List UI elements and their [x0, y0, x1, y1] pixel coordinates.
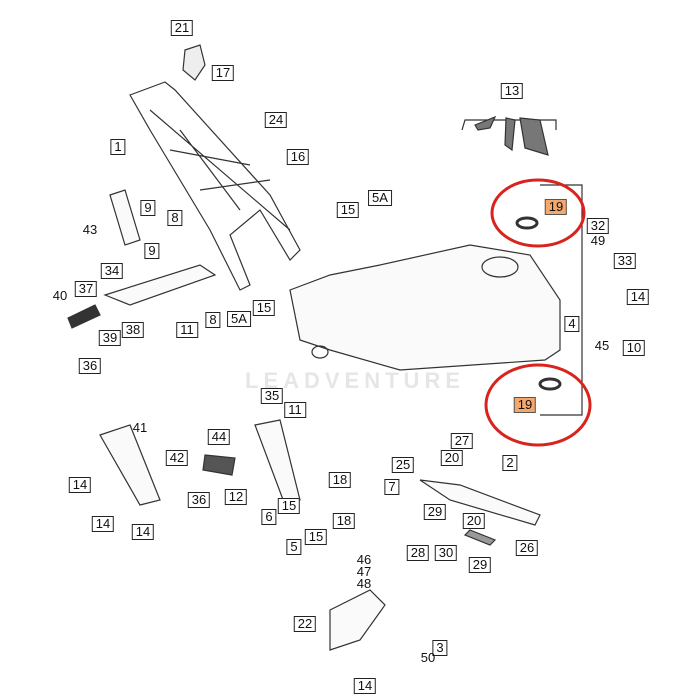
callout-label[interactable]: 27	[450, 433, 474, 449]
callout-label[interactable]: 26	[515, 540, 539, 556]
callout-label[interactable]: 30	[434, 545, 458, 561]
callout-label[interactable]: 3	[432, 640, 448, 656]
callout-label[interactable]: 7	[384, 479, 400, 495]
callout-label[interactable]: 42	[165, 450, 189, 466]
callout-label[interactable]: 15	[336, 202, 360, 218]
callout-label[interactable]: 10	[622, 340, 646, 356]
callout-label[interactable]: 16	[286, 149, 310, 165]
callout-label[interactable]: 47	[356, 564, 372, 579]
callout-label[interactable]: 8	[205, 312, 221, 328]
callout-label[interactable]: 18	[328, 472, 352, 488]
callout-label[interactable]: 40	[52, 288, 68, 303]
callout-label[interactable]: 12	[224, 489, 248, 505]
callout-label[interactable]: 24	[264, 112, 288, 128]
callout-label[interactable]: 5A	[227, 311, 251, 327]
callout-label[interactable]: 15	[304, 529, 328, 545]
callout-label[interactable]: 14	[91, 516, 115, 532]
callout-label[interactable]: 35	[260, 388, 284, 404]
callout-label[interactable]: 11	[284, 402, 306, 418]
callout-label[interactable]: 37	[74, 281, 98, 297]
callout-label[interactable]: 20	[440, 450, 464, 466]
callout-label[interactable]: 32	[586, 218, 610, 234]
callout-label[interactable]: 50	[420, 650, 436, 665]
callout-label[interactable]: 36	[78, 358, 102, 374]
callout-label[interactable]: 21	[170, 20, 194, 36]
callout-label[interactable]: 9	[140, 200, 156, 216]
callout-label[interactable]: 9	[144, 243, 160, 259]
highlighted-callout[interactable]: 19	[513, 397, 537, 413]
callout-label[interactable]: 15	[252, 300, 276, 316]
callout-label[interactable]: 14	[131, 524, 155, 540]
frame-drawing	[129, 44, 301, 291]
callout-label[interactable]: 33	[613, 253, 637, 269]
callout-label[interactable]: 44	[207, 429, 231, 445]
callout-label[interactable]: 48	[356, 576, 372, 591]
callout-label[interactable]: 18	[332, 513, 356, 529]
callout-label[interactable]: 38	[121, 322, 145, 338]
callout-label[interactable]: 49	[590, 233, 606, 248]
callout-label[interactable]: 28	[406, 545, 430, 561]
footrest-drawing	[67, 189, 301, 506]
decals-drawing	[461, 115, 557, 156]
callout-label[interactable]: 22	[293, 616, 317, 632]
callout-label[interactable]: 41	[132, 420, 148, 435]
callout-label[interactable]: 36	[187, 492, 211, 508]
callout-label[interactable]: 25	[391, 457, 415, 473]
callout-label[interactable]: 39	[98, 330, 122, 346]
callout-label[interactable]: 17	[211, 65, 235, 81]
callout-label[interactable]: 14	[68, 477, 92, 493]
callout-label[interactable]: 45	[594, 338, 610, 353]
callout-label[interactable]: 14	[626, 289, 650, 305]
callout-label[interactable]: 5A	[368, 190, 392, 206]
callout-label[interactable]: 46	[356, 552, 372, 567]
sidestand-drawing	[329, 479, 541, 651]
callout-label[interactable]: 2	[502, 455, 518, 471]
highlighted-callout[interactable]: 19	[544, 199, 568, 215]
highlight-circles	[484, 178, 592, 447]
callout-label[interactable]: 20	[462, 513, 486, 529]
callout-label[interactable]: 8	[167, 210, 183, 226]
callout-label[interactable]: 29	[468, 557, 492, 573]
callout-label[interactable]: 5	[286, 539, 302, 555]
callout-label[interactable]: 34	[100, 263, 124, 279]
callout-label[interactable]: 15	[277, 498, 301, 514]
callout-label[interactable]: 14	[353, 678, 377, 694]
callout-label[interactable]: 13	[500, 83, 524, 99]
callout-label[interactable]: 6	[261, 509, 277, 525]
callout-label[interactable]: 4	[564, 316, 580, 332]
callout-label[interactable]: 29	[423, 504, 447, 520]
callout-label[interactable]: 43	[82, 222, 98, 237]
callout-label[interactable]: 11	[176, 322, 198, 338]
callout-label[interactable]: 1	[110, 139, 126, 155]
tank-drawing	[289, 244, 561, 371]
